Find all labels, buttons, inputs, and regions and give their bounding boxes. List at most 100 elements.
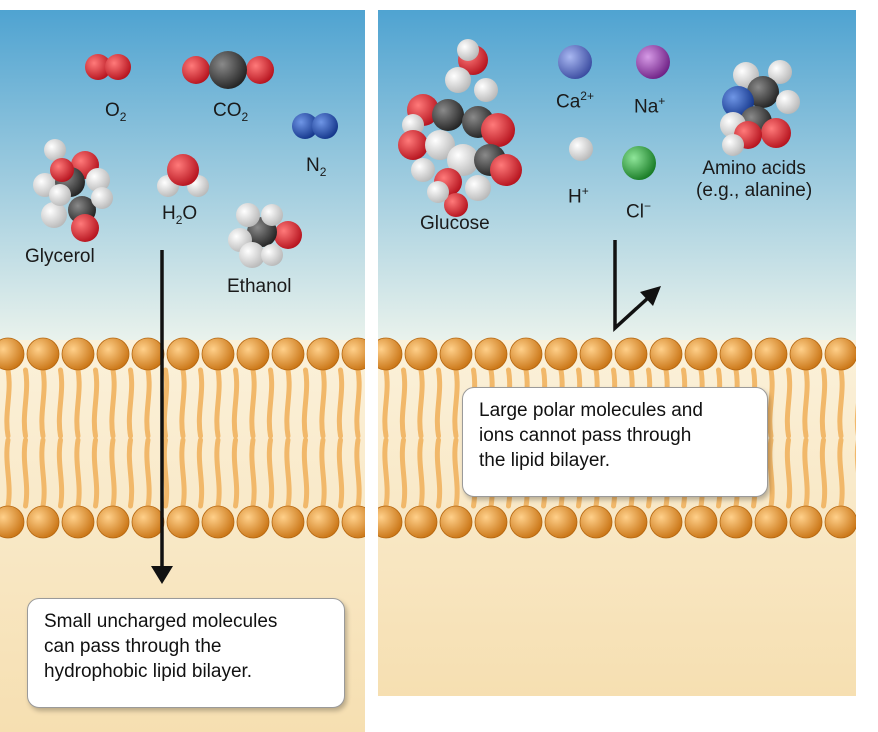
lipid-tail	[434, 367, 443, 439]
lipid-tail	[144, 367, 152, 439]
chloride-ion	[622, 146, 656, 180]
lipid-tail	[56, 367, 65, 439]
lipid-head	[474, 337, 508, 371]
lipid-tail	[301, 437, 310, 509]
right-panel: Glucose Ca2+ Na+ H+ Cl− Amino acids (e.g…	[378, 10, 856, 696]
calcium-label: Ca2+	[556, 89, 594, 113]
lipid-tail	[319, 437, 327, 509]
lipid-tail	[399, 437, 408, 509]
lipid-tail	[784, 367, 793, 439]
lipid-tail	[266, 367, 275, 439]
lipid-tail	[126, 367, 135, 439]
lipid-tail	[74, 437, 82, 509]
lipid-tail	[249, 437, 257, 509]
lipid-tail	[161, 437, 170, 509]
amino-acids-label: Amino acids (e.g., alanine)	[696, 158, 812, 202]
lipid-tail	[144, 437, 152, 509]
left-panel: O2 CO2 N2 H2O Glycerol Ethanol Small unc…	[0, 10, 365, 732]
lipid-head	[614, 337, 648, 371]
lipid-head	[236, 505, 270, 539]
lipid-tail	[319, 367, 327, 439]
lipid-tail	[231, 367, 240, 439]
callout-line: ions cannot pass through	[479, 425, 692, 446]
lipid-head	[306, 505, 340, 539]
lipid-tail	[382, 437, 390, 509]
lipid-head	[96, 337, 130, 371]
lipid-tail	[91, 367, 100, 439]
lipid-tail	[452, 367, 460, 439]
lipid-head	[96, 505, 130, 539]
lipid-tail	[179, 367, 187, 439]
lipid-head	[789, 505, 823, 539]
lipid-tail	[452, 437, 460, 509]
lipid-tail	[837, 437, 845, 509]
alanine-molecule	[720, 60, 800, 156]
small-molecules-callout: Small uncharged molecules can pass throu…	[27, 598, 345, 708]
lipid-head	[544, 505, 578, 539]
lipid-head	[404, 505, 438, 539]
lipid-head	[378, 505, 403, 539]
lipid-head	[824, 505, 856, 539]
chloride-label: Cl−	[626, 199, 651, 223]
lipid-head	[649, 337, 683, 371]
callout-line: Large polar molecules and	[479, 400, 703, 421]
callout-line: Small uncharged molecules	[44, 611, 278, 632]
lipid-tail	[837, 367, 845, 439]
lipid-tail	[819, 367, 828, 439]
lipid-head	[684, 505, 718, 539]
lipid-tail	[109, 437, 117, 509]
lipid-tail	[434, 437, 443, 509]
lipid-head	[271, 337, 305, 371]
lipid-head	[684, 337, 718, 371]
lipid-tail	[417, 367, 425, 439]
lipid-head	[754, 337, 788, 371]
left-scene	[0, 10, 365, 732]
calcium-ion	[558, 45, 592, 79]
lipid-tail	[417, 437, 425, 509]
n2-molecule	[292, 113, 338, 139]
pass-through-arrow	[151, 250, 173, 584]
lipid-head	[754, 505, 788, 539]
right-scene	[378, 10, 856, 696]
glycerol-molecule	[33, 139, 113, 242]
lipid-tail	[39, 437, 47, 509]
lipid-head	[544, 337, 578, 371]
lipid-head	[439, 505, 473, 539]
lipid-head	[271, 505, 305, 539]
lipid-head	[61, 505, 95, 539]
lipid-tail	[21, 367, 30, 439]
hydrogen-label: H+	[568, 184, 589, 208]
lipid-tail	[109, 367, 117, 439]
callout-line: hydrophobic lipid bilayer.	[44, 661, 253, 682]
lipid-head	[404, 337, 438, 371]
lipid-tail	[802, 437, 810, 509]
lipid-head	[61, 337, 95, 371]
lipid-head	[474, 505, 508, 539]
lipid-tail	[301, 367, 310, 439]
lipid-tail	[4, 367, 12, 439]
glycerol-label: Glycerol	[25, 246, 95, 267]
lipid-tail	[196, 367, 205, 439]
lipid-head	[824, 337, 856, 371]
sodium-label: Na+	[634, 94, 666, 118]
lipid-tail	[336, 437, 345, 509]
lipid-tail	[196, 437, 205, 509]
sodium-ion	[636, 45, 670, 79]
lipid-tail	[249, 367, 257, 439]
lipid-head	[341, 505, 365, 539]
glucose-molecule	[398, 39, 522, 217]
lipid-tail	[382, 367, 390, 439]
lipid-head	[719, 337, 753, 371]
lipid-tail	[819, 437, 828, 509]
co2-molecule	[182, 51, 274, 89]
o2-molecule	[85, 54, 131, 80]
lipid-head	[509, 505, 543, 539]
lipid-tail	[802, 367, 810, 439]
lipid-tail	[214, 367, 222, 439]
lipid-head	[649, 505, 683, 539]
lipid-tail	[214, 437, 222, 509]
lipid-tail	[784, 437, 793, 509]
alanine-example-line: (e.g., alanine)	[696, 180, 813, 201]
callout-line: can pass through the	[44, 636, 222, 657]
lipid-tail	[4, 437, 12, 509]
